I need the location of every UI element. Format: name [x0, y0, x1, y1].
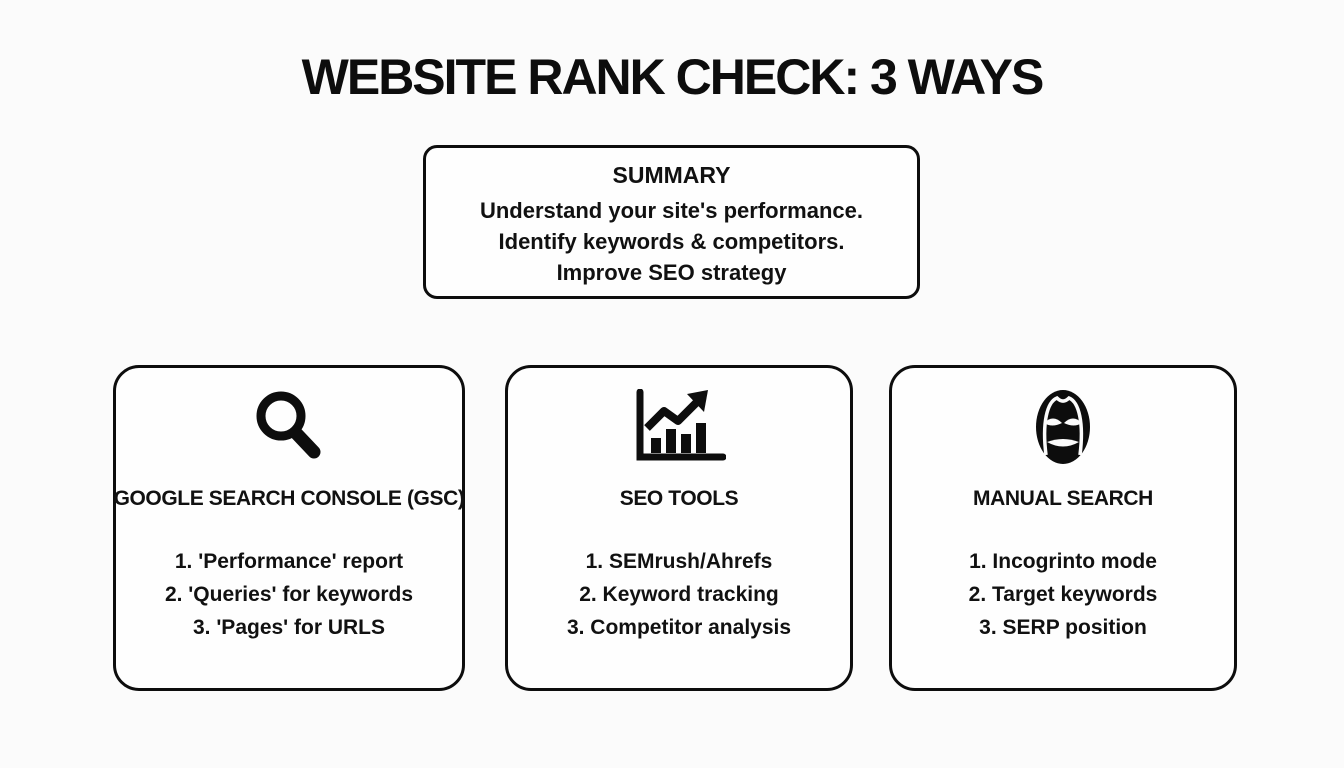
- page-title: WEBSITE RANK CHECK: 3 WAYS: [301, 49, 1045, 105]
- list-item: 2. Target keywords: [968, 583, 1158, 606]
- list-item: 3. 'Pages' for URLS: [192, 616, 386, 639]
- list-item: 2. Keyword tracking: [579, 583, 779, 606]
- list-item: 3. Competitor analysis: [566, 616, 792, 639]
- list-item: 1. 'Performance' report: [174, 550, 404, 573]
- list-item: 1. SEMrush/Ahrefs: [585, 550, 773, 573]
- card-list: 1. Incogrinto mode 2. Target keywords 3.…: [969, 545, 1158, 644]
- summary-heading: SUMMARY: [612, 162, 731, 188]
- bar-chart-trend-icon: [632, 389, 726, 465]
- card-seo-tools: SEO TOOLS 1. SEMrush/Ahrefs 2. Keyword t…: [505, 365, 853, 691]
- card-google-search-console: GOOGLE SEARCH CONSOLE (GSC) 1. 'Performa…: [113, 365, 465, 691]
- list-item: 1. Incogrinto mode: [969, 550, 1157, 573]
- incognito-face-icon: [1026, 389, 1100, 465]
- summary-line: Understand your site's performance.: [479, 198, 863, 223]
- card-title-gsc: GOOGLE SEARCH CONSOLE (GSC): [113, 487, 465, 510]
- summary-line: Identify keywords & competitors.: [498, 229, 845, 254]
- card-title-manual-search: MANUAL SEARCH: [973, 487, 1153, 510]
- card-list: 1. 'Performance' report 2. 'Queries' for…: [165, 545, 413, 644]
- card-title-seo-tools: SEO TOOLS: [619, 487, 739, 510]
- list-item: 3. SERP position: [979, 616, 1147, 639]
- list-item: 2. 'Queries' for keywords: [164, 583, 414, 606]
- summary-box: SUMMARY Understand your site's performan…: [423, 145, 920, 299]
- card-manual-search: MANUAL SEARCH 1. Incogrinto mode 2. Targ…: [889, 365, 1237, 691]
- card-list: 1. SEMrush/Ahrefs 2. Keyword tracking 3.…: [567, 545, 791, 644]
- summary-line: Improve SEO strategy: [556, 260, 787, 285]
- search-icon: [250, 389, 328, 465]
